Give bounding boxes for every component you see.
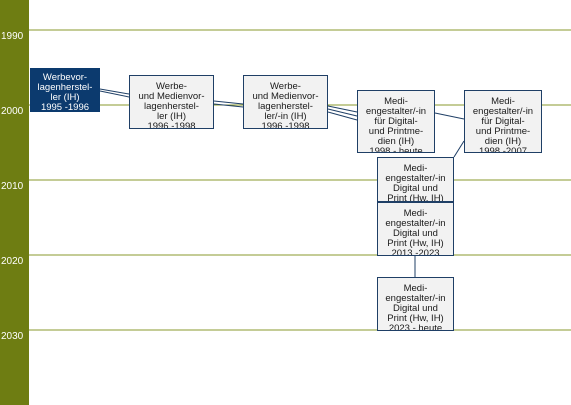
connector-7 <box>327 111 358 121</box>
year-label-2010: 2010 <box>1 181 24 192</box>
year-label-2000: 2000 <box>1 106 24 117</box>
node-mediengestalter-1998-heute: Medi- engestalter/-in für Digital- und P… <box>357 90 435 153</box>
node-mediengestalter-2007-2013: Medi- engestalter/-in Digital und Print … <box>377 157 454 202</box>
connector-5 <box>327 105 358 113</box>
node-werbe-medienvorlagenhersteller: Werbe- und Medienvor- lagenherstel- ler … <box>129 75 214 129</box>
node-werbe-medienvorlagenhersteller-in: Werbe- und Medienvor- lagenherstel- ler/… <box>243 75 328 129</box>
connector-2 <box>99 90 130 98</box>
year-label-2030: 2030 <box>1 331 24 342</box>
year-axis-bar <box>0 0 29 405</box>
connector-3 <box>213 100 244 105</box>
year-label-2020: 2020 <box>1 256 24 267</box>
year-label-1990: 1990 <box>1 31 24 42</box>
connector-8 <box>434 112 465 120</box>
node-werbevorlagenhersteller: Werbevor- lagenherstel- ler (IH) 1995 -1… <box>30 68 100 112</box>
connector-4 <box>213 103 244 108</box>
node-mediengestalter-1998-2007: Medi- engestalter/-in für Digital- und P… <box>464 90 542 153</box>
connector-1 <box>99 88 130 95</box>
connector-9 <box>453 140 465 158</box>
node-mediengestalter-2023-heute: Medi- engestalter/-in Digital und Print … <box>377 277 454 331</box>
node-mediengestalter-2013-2023: Medi- engestalter/-in Digital und Print … <box>377 202 454 256</box>
connector-6 <box>327 108 358 117</box>
